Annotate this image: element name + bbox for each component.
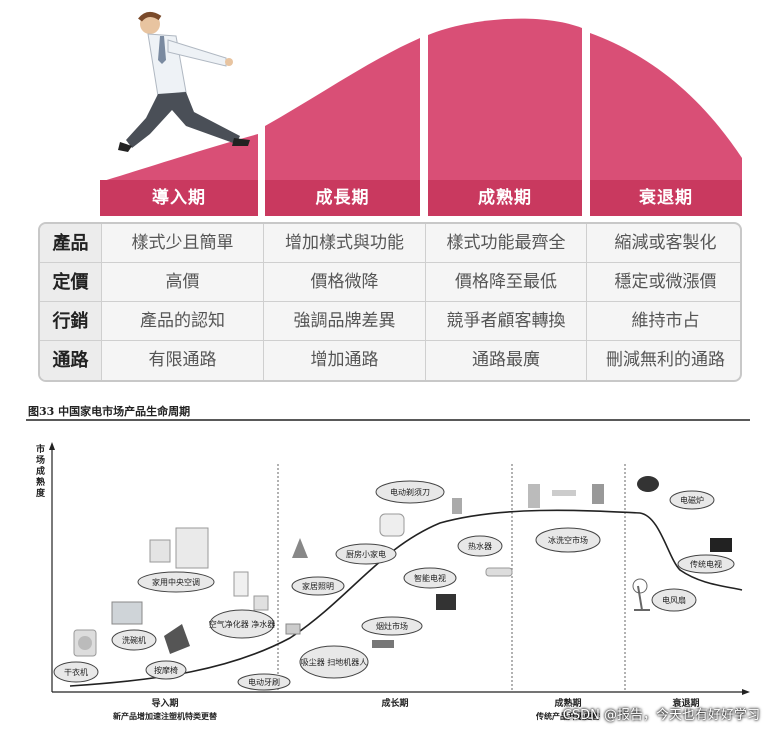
row-label-channel: 通路 [40,341,102,380]
bubble-group: 干衣机 洗碗机 按摩椅 家用中央空调 空气净化器 净水器 电动牙刷 家居照明 厨… [53,480,735,691]
lifecycle-curve [69,509,743,687]
phase-bar-decline [590,180,742,216]
table-cell: 維持市占 [587,302,740,341]
table-cell: 競爭者顧客轉換 [426,302,587,341]
table-cell: 價格降至最低 [426,263,587,302]
bubble-label: 厨房小家电 [346,549,386,559]
bubble-label: 电动牙刷 [248,677,280,687]
curve-segment-decline [590,33,742,180]
y-axis-char: 市 [36,443,45,455]
bubble-label: 热水器 [468,541,492,551]
stage-note-mature: 传统产品升级更替 [535,711,600,721]
appliance-lifecycle-diagram: 市 场 成 熟 度 干衣机 [26,419,750,721]
phase-label-decline: 衰退期 [639,188,693,208]
y-axis-char: 熟 [36,476,45,488]
row-label-price: 定價 [40,263,102,302]
y-axis-label: 市 场 成 熟 度 [36,443,46,499]
curve-segment-growth [265,38,420,180]
bubble-label: 冰洗空市场 [548,535,588,545]
stage-label-decline: 衰退期 [671,697,699,709]
bubble-label: 空气净化器 净水器 [209,619,276,629]
table-cell: 價格微降 [264,263,426,302]
curve-segment-mature [428,18,582,180]
table-cell: 通路最廣 [426,341,587,380]
table-cell: 增加樣式與功能 [264,224,426,263]
y-axis-char: 场 [36,454,45,466]
watermark: CSDN @报告，今天也有好好学习 [562,708,760,723]
table-cell: 高價 [102,263,264,302]
phase-label-growth: 成長期 [315,188,370,208]
phase-label-intro: 導入期 [152,188,206,208]
bubble-label: 按摩椅 [154,665,178,675]
bubble-label: 吸尘器 扫地机器人 [301,657,368,667]
stage-note-intro: 新产品增加速注塑机特类更替 [113,711,217,721]
table-cell: 縮減或客製化 [587,224,740,263]
table-cell: 增加通路 [264,341,426,380]
table-cell: 有限通路 [102,341,264,380]
bubble-label: 电风扇 [662,595,686,605]
curve-segment-intro [100,134,258,182]
lifecycle-strategy-table: 產品 樣式少且簡單 增加樣式與功能 樣式功能最齊全 縮減或客製化 定價 高價 價… [38,222,742,382]
bubble-label: 家居照明 [302,581,334,591]
bubble-label: 洗碗机 [122,635,146,645]
figure-title: 图33 中国家电市场产品生命周期 [28,405,191,418]
table-cell: 樣式功能最齊全 [426,224,587,263]
phase-bar-mature [428,180,582,216]
stage-label-intro: 导入期 [151,697,178,709]
bubble-label: 传统电视 [690,559,722,569]
table-cell: 強調品牌差異 [264,302,426,341]
row-label-product: 產品 [40,224,102,263]
y-axis-char: 度 [36,487,46,499]
bubble-label: 电磁炉 [680,495,704,505]
table-cell: 穩定或微漲價 [587,263,740,302]
bubble-label: 家用中央空调 [152,577,200,587]
bubble-label: 干衣机 [64,667,88,677]
table-cell: 產品的認知 [102,302,264,341]
row-label-marketing: 行銷 [40,302,102,341]
y-axis-char: 成 [36,465,45,477]
bubble-label: 烟灶市场 [376,621,408,631]
bubble-label: 智能电视 [414,573,446,583]
table-cell: 刪減無利的通路 [606,350,725,370]
bubble-label: 电动剃须刀 [390,487,430,497]
appliance-images [73,476,732,657]
phase-bar-growth [265,180,420,216]
phase-bar-intro [100,180,258,216]
phase-label-mature: 成熟期 [478,188,532,208]
lifecycle-curve-graphic [100,12,742,216]
stage-label-growth: 成长期 [381,697,408,709]
running-man-illustration [118,12,250,152]
table-cell: 樣式少且簡單 [102,224,264,263]
stage-label-mature: 成熟期 [554,697,581,709]
